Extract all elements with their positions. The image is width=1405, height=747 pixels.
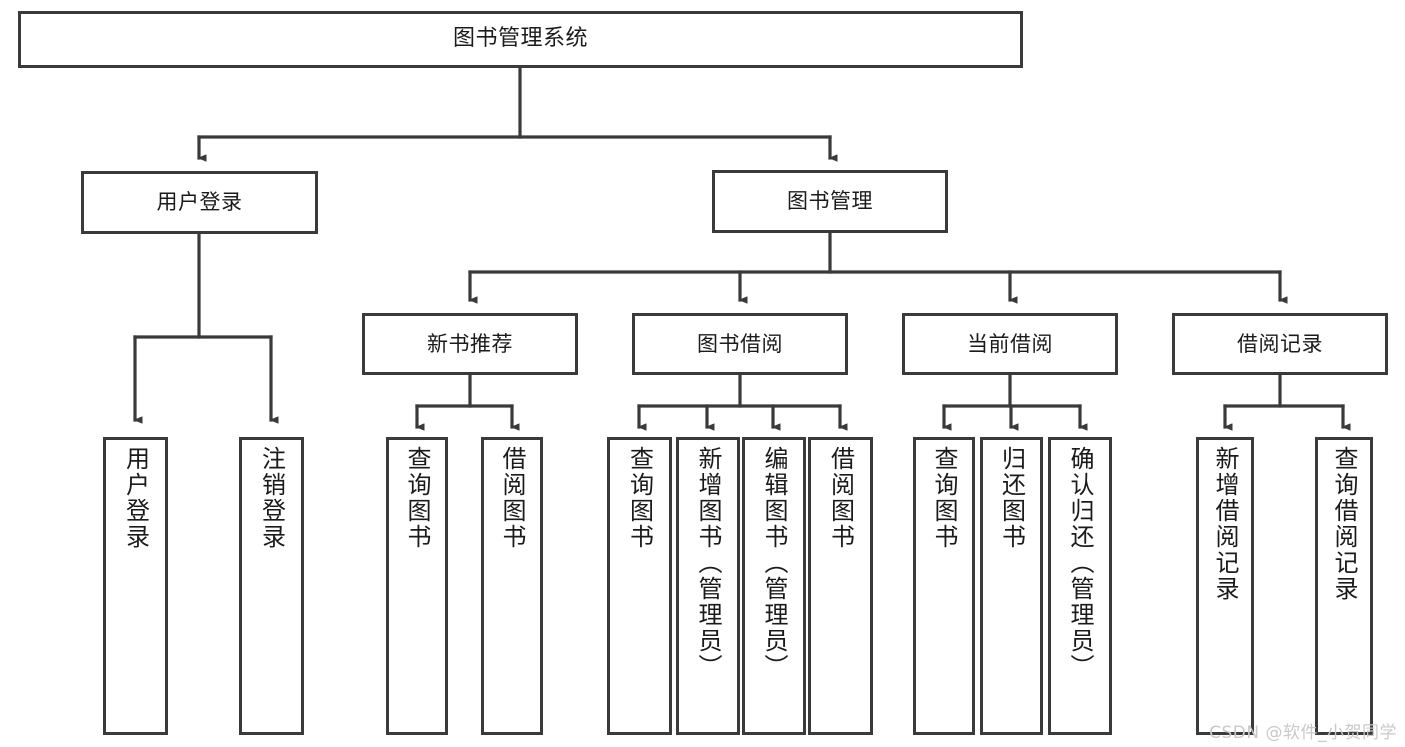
leaf-book-borrow-edit-book[interactable]: 编辑图书（管理员） xyxy=(742,437,806,735)
leaf-book-borrow-query-book[interactable]: 查询图书 xyxy=(607,437,672,735)
node-label: 当前借阅 xyxy=(967,331,1053,356)
node-label: 注销登录 xyxy=(257,446,286,550)
node-label: 查询图书 xyxy=(403,446,431,550)
leaf-book-borrow-borrow-book[interactable]: 借阅图书 xyxy=(808,437,873,735)
node-book-management[interactable]: 图书管理 xyxy=(712,170,948,233)
node-book-borrow[interactable]: 图书借阅 xyxy=(632,313,848,375)
node-user-login[interactable]: 用户登录 xyxy=(81,171,318,234)
node-label: 新增图书（管理员） xyxy=(694,446,722,680)
leaf-current-borrow-query-book[interactable]: 查询图书 xyxy=(913,437,975,735)
node-label: 查询图书 xyxy=(625,446,654,550)
node-new-book-recommend[interactable]: 新书推荐 xyxy=(362,313,578,375)
node-borrow-record[interactable]: 借阅记录 xyxy=(1172,313,1388,375)
leaf-new-book-borrow-book[interactable]: 借阅图书 xyxy=(481,437,543,735)
node-label: 用户登录 xyxy=(156,190,243,215)
leaf-borrow-record-query-record[interactable]: 查询借阅记录 xyxy=(1315,437,1373,735)
leaf-new-book-query-book[interactable]: 查询图书 xyxy=(386,437,448,735)
node-root-book-management-system[interactable]: 图书管理系统 xyxy=(18,11,1023,68)
leaf-book-borrow-add-book[interactable]: 新增图书（管理员） xyxy=(676,437,740,735)
node-label: 查询图书 xyxy=(930,446,958,550)
node-label: 编辑图书（管理员） xyxy=(760,446,788,680)
node-label: 借阅图书 xyxy=(498,446,526,550)
leaf-current-borrow-confirm-return[interactable]: 确认归还（管理员） xyxy=(1048,437,1112,735)
node-label: 图书管理系统 xyxy=(452,26,588,52)
node-label: 借阅图书 xyxy=(826,446,855,550)
node-label: 图书借阅 xyxy=(697,331,783,356)
leaf-user-login-login[interactable]: 用户登录 xyxy=(103,437,168,735)
leaf-user-login-logout[interactable]: 注销登录 xyxy=(239,437,304,735)
node-label: 新书推荐 xyxy=(427,331,513,356)
node-label: 归还图书 xyxy=(997,446,1026,550)
node-label: 借阅记录 xyxy=(1237,331,1323,356)
node-current-borrow[interactable]: 当前借阅 xyxy=(902,313,1118,375)
csdn-watermark: CSDN @软件_小贺同学 xyxy=(1209,723,1397,743)
node-label: 图书管理 xyxy=(787,189,873,214)
leaf-borrow-record-add-record[interactable]: 新增借阅记录 xyxy=(1196,437,1254,735)
node-label: 查询借阅记录 xyxy=(1330,446,1358,602)
node-label: 新增借阅记录 xyxy=(1211,446,1239,602)
node-label: 确认归还（管理员） xyxy=(1066,446,1094,680)
leaf-current-borrow-return-book[interactable]: 归还图书 xyxy=(980,437,1043,735)
node-label: 用户登录 xyxy=(121,446,150,550)
